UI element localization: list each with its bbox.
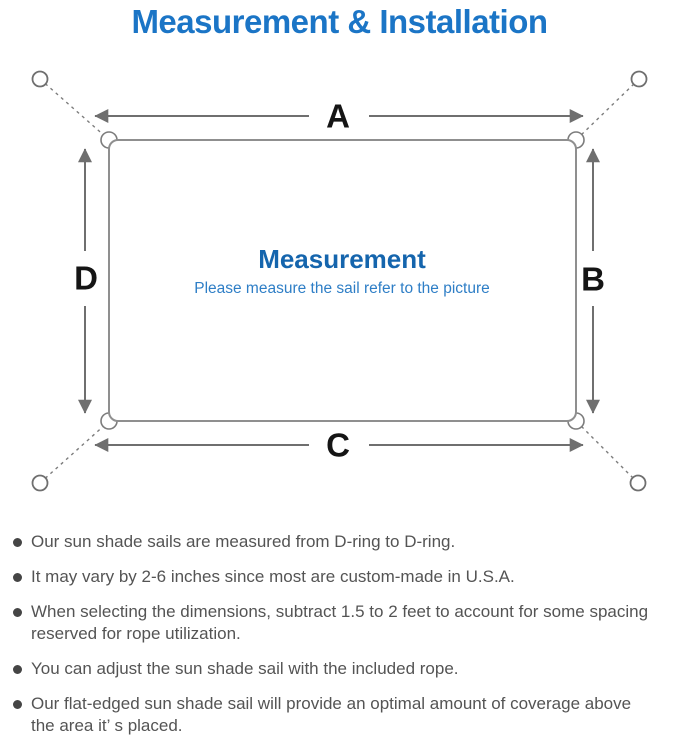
note-line: When selecting the dimensions, subtract … — [31, 602, 649, 621]
note-text: When selecting the dimensions, subtract … — [31, 601, 648, 645]
list-item: When selecting the dimensions, subtract … — [10, 601, 675, 645]
note-line: Our sun shade sails are measured from D-… — [31, 532, 456, 551]
measurement-diagram: A C D B Measurement Please measure the s… — [0, 45, 679, 505]
anchor-ring-icon-bottom-left — [31, 474, 49, 492]
diagram-center-heading: Measurement — [258, 244, 426, 274]
anchor-ring-icon-top-left — [31, 70, 49, 88]
diagram-center-subtitle: Please measure the sail refer to the pic… — [194, 280, 490, 297]
dashed-rope-line-top-right — [577, 78, 640, 139]
sail-rectangle — [108, 139, 577, 422]
dimension-label-d: D — [74, 260, 98, 297]
bullet-icon — [13, 700, 22, 709]
note-text: Our flat-edged sun shade sail will provi… — [31, 693, 631, 737]
dashed-rope-line-bottom-right — [577, 422, 639, 484]
bullet-icon — [13, 573, 22, 582]
note-text: You can adjust the sun shade sail with t… — [31, 658, 459, 680]
list-item: You can adjust the sun shade sail with t… — [10, 658, 675, 680]
page-title: Measurement & Installation — [131, 3, 548, 40]
dimension-label-a: A — [326, 98, 350, 135]
list-item: Our flat-edged sun shade sail will provi… — [10, 693, 675, 737]
bullet-icon — [13, 665, 22, 674]
note-text: Our sun shade sails are measured from D-… — [31, 531, 455, 553]
sail-diagram-svg: A C D B Measurement Please measure the s… — [31, 70, 648, 492]
list-item: It may vary by 2-6 inches since most are… — [10, 566, 675, 588]
dashed-rope-line-bottom-left — [39, 422, 108, 484]
list-item: Our sun shade sails are measured from D-… — [10, 531, 675, 553]
dimension-label-b: B — [581, 261, 605, 298]
notes-list: Our sun shade sails are measured from D-… — [0, 505, 679, 737]
bullet-icon — [13, 608, 22, 617]
note-line: It may vary by 2-6 inches since most are… — [31, 567, 515, 586]
bullet-icon — [13, 538, 22, 547]
note-line: Our flat-edged sun shade sail will provi… — [31, 694, 632, 713]
note-text: It may vary by 2-6 inches since most are… — [31, 566, 515, 588]
dimension-label-c: C — [326, 427, 350, 464]
note-line: the area it’ s placed. — [31, 716, 183, 735]
anchor-ring-icon-top-right — [630, 70, 648, 88]
dashed-rope-line-top-left — [39, 78, 108, 139]
note-line: You can adjust the sun shade sail with t… — [31, 659, 459, 678]
note-line: reserved for rope utilization. — [31, 624, 241, 643]
anchor-ring-icon-bottom-right — [629, 474, 647, 492]
